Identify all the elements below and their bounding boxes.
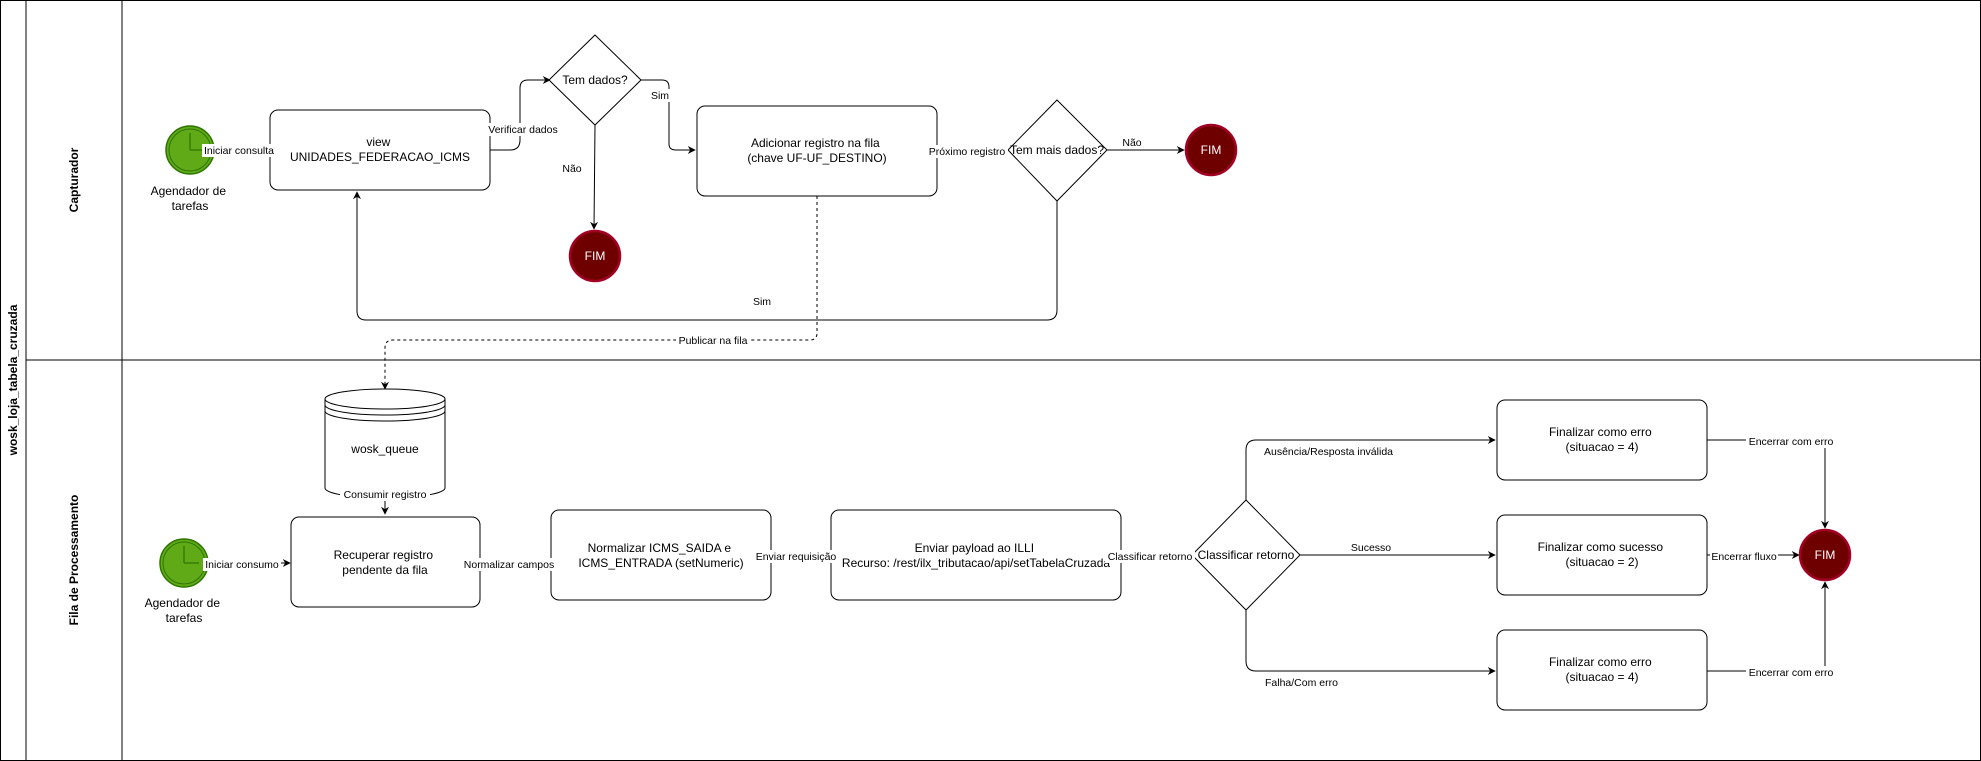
svg-text:FIM: FIM bbox=[1815, 548, 1836, 562]
label-verificar-dados: Verificar dados bbox=[485, 123, 561, 136]
svg-text:wosk_queue: wosk_queue bbox=[350, 442, 419, 456]
svg-text:Tem mais dados?: Tem mais dados? bbox=[1010, 143, 1104, 157]
task-recuperar-registro: Recuperar registro pendente da fila bbox=[290, 516, 481, 608]
svg-text:Tem dados?: Tem dados? bbox=[562, 73, 628, 87]
edge-sim-1 bbox=[641, 79, 696, 154]
edge-encerrar-erro-1 bbox=[1707, 439, 1829, 529]
svg-text:FIM: FIM bbox=[585, 249, 606, 263]
label-publicar-fila: Publicar na fila bbox=[676, 334, 750, 347]
svg-text:Classificar retorno: Classificar retorno bbox=[1198, 548, 1295, 562]
edge-verificar-dados bbox=[490, 76, 551, 151]
lane-title-fila: Fila de Processamento bbox=[67, 495, 81, 626]
svg-text:Falha/Com erro: Falha/Com erro bbox=[1265, 677, 1338, 689]
label-sim-1: Sim bbox=[650, 89, 670, 102]
task-view: view UNIDADES_FEDERACAO_ICMS bbox=[269, 109, 491, 191]
svg-text:Sim: Sim bbox=[753, 296, 771, 308]
svg-text:Não: Não bbox=[562, 163, 581, 175]
edge-publicar-fila bbox=[381, 196, 818, 390]
end-event-nao-2: FIM bbox=[1184, 123, 1238, 177]
svg-text:Adicionar registro na fila: Adicionar registro na fila (chave UF-UF_… bbox=[747, 136, 886, 165]
pool-title: wosk_loja_tabela_cruzada bbox=[6, 304, 20, 456]
svg-text:Recuperar registro pende: Recuperar registro pendente da fila bbox=[334, 548, 437, 577]
lane-title-capturador: Capturador bbox=[67, 147, 81, 212]
svg-text:Verificar dados: Verificar dados bbox=[488, 124, 557, 136]
decision-tem-mais-dados: Tem mais dados? bbox=[1007, 99, 1108, 202]
decision-tem-dados: Tem dados? bbox=[548, 34, 642, 126]
label-ausencia: Ausência/Resposta inválida bbox=[1262, 446, 1398, 459]
edge-labels: Iniciar consulta Verificar dados Sim Não… bbox=[202, 89, 1836, 689]
edge-nao-1 bbox=[590, 124, 599, 230]
label-iniciar-consulta: Iniciar consulta bbox=[202, 144, 276, 157]
svg-text:Publicar na fila: Publicar na fila bbox=[679, 335, 748, 347]
svg-text:Normalizar campos: Normalizar campos bbox=[464, 559, 554, 571]
svg-text:Encerrar com erro: Encerrar com erro bbox=[1749, 667, 1834, 679]
edge-ausencia bbox=[1245, 436, 1496, 500]
end-event-fila: FIM bbox=[1798, 528, 1852, 582]
svg-text:Consumir registro: Consumir registro bbox=[344, 489, 427, 501]
edge-sim-2 bbox=[353, 191, 1058, 321]
label-sucesso: Sucesso bbox=[1351, 541, 1391, 554]
edge-encerrar-erro-2 bbox=[1707, 581, 1829, 672]
svg-text:Normalizar ICMS_SAIDA e: Normalizar ICMS_SAIDA e ICMS_ENTRADA (se… bbox=[578, 541, 743, 570]
edge-falha bbox=[1245, 610, 1496, 675]
label-normalizar-campos: Normalizar campos bbox=[462, 558, 556, 571]
label-iniciar-consumo: Iniciar consumo bbox=[203, 558, 281, 571]
svg-text:Finalizar como erro (sit: Finalizar como erro (situacao = 4) bbox=[1549, 655, 1655, 684]
svg-text:Não: Não bbox=[1122, 137, 1141, 149]
task-normalizar: Normalizar ICMS_SAIDA e ICMS_ENTRADA (se… bbox=[550, 509, 772, 601]
task-finalizar-erro-2: Finalizar como erro (situacao = 4) bbox=[1496, 629, 1708, 711]
start-label-capturador: Agendador de tarefas bbox=[151, 184, 230, 213]
label-nao-1: Não bbox=[561, 162, 583, 175]
label-falha: Falha/Com erro bbox=[1263, 676, 1343, 689]
end-event-nao-1: FIM bbox=[568, 229, 622, 283]
label-encerrar-erro-2: Encerrar com erro bbox=[1746, 666, 1836, 679]
label-encerrar-fluxo: Encerrar fluxo bbox=[1710, 550, 1778, 563]
label-nao-2: Não bbox=[1121, 136, 1143, 149]
task-adicionar-registro: Adicionar registro na fila (chave UF-UF_… bbox=[696, 105, 938, 197]
svg-text:Enviar payload ao ILLI R: Enviar payload ao ILLI Recurso: /rest/il… bbox=[842, 541, 1110, 570]
label-classificar-retorno: Classificar retorno bbox=[1105, 550, 1195, 563]
svg-text:Encerrar com erro: Encerrar com erro bbox=[1749, 436, 1834, 448]
svg-text:Finalizar como sucesso (: Finalizar como sucesso (situacao = 2) bbox=[1538, 540, 1667, 569]
label-sim-2: Sim bbox=[751, 295, 773, 308]
svg-text:Ausência/Resposta inválida: Ausência/Resposta inválida bbox=[1264, 446, 1393, 458]
start-event-fila bbox=[159, 538, 209, 588]
svg-text:Iniciar consumo: Iniciar consumo bbox=[205, 559, 279, 571]
svg-text:Iniciar consulta: Iniciar consulta bbox=[204, 145, 274, 157]
svg-text:Enviar requisição: Enviar requisição bbox=[756, 551, 837, 563]
svg-text:Encerrar fluxo: Encerrar fluxo bbox=[1711, 551, 1777, 563]
task-enviar-payload: Enviar payload ao ILLI Recurso: /rest/il… bbox=[830, 509, 1122, 601]
svg-text:Classificar retorno: Classificar retorno bbox=[1108, 551, 1193, 563]
decision-classificar-retorno: Classificar retorno bbox=[1191, 499, 1301, 611]
label-enviar-requisicao: Enviar requisição bbox=[754, 550, 838, 563]
task-finalizar-erro-1: Finalizar como erro (situacao = 4) bbox=[1496, 399, 1708, 481]
label-encerrar-erro-1: Encerrar com erro bbox=[1746, 435, 1836, 448]
svg-text:Sim: Sim bbox=[651, 90, 669, 102]
task-finalizar-sucesso: Finalizar como sucesso (situacao = 2) bbox=[1496, 514, 1708, 596]
svg-text:FIM: FIM bbox=[1201, 143, 1222, 157]
clock-icon bbox=[183, 546, 199, 564]
start-label-fila: Agendador de tarefas bbox=[145, 596, 224, 625]
label-consumir-registro: Consumir registro bbox=[340, 488, 430, 501]
label-proximo-registro: Próximo registro bbox=[926, 145, 1008, 158]
svg-text:Sucesso: Sucesso bbox=[1351, 542, 1391, 554]
svg-text:view UNIDADES_FEDERACAO_: view UNIDADES_FEDERACAO_ICMS bbox=[290, 135, 470, 164]
svg-text:Finalizar como erro (sit: Finalizar como erro (situacao = 4) bbox=[1549, 425, 1655, 454]
queue-store: wosk_queue bbox=[324, 388, 446, 499]
svg-text:Próximo registro: Próximo registro bbox=[929, 146, 1006, 158]
